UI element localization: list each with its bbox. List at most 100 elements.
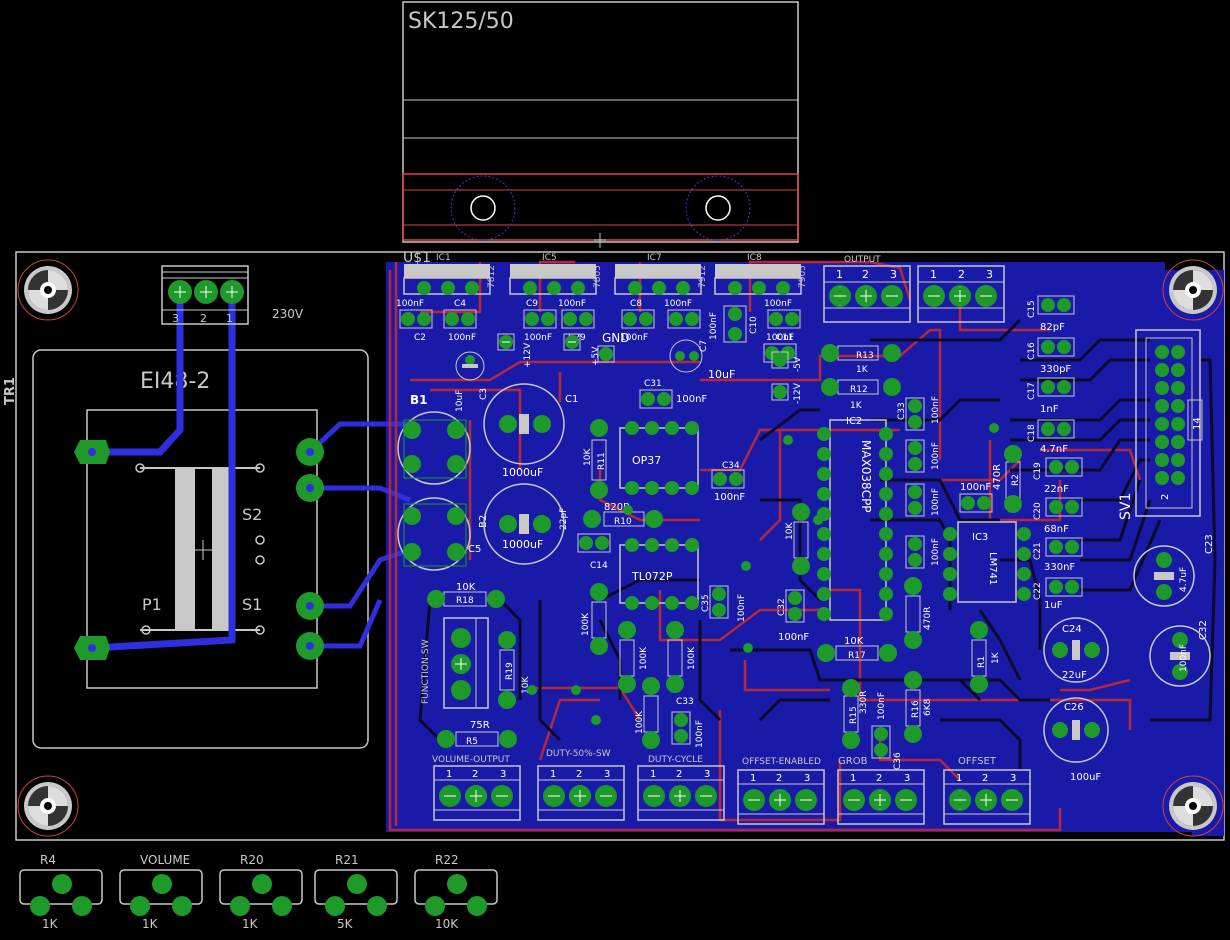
svg-text:R19: R19 — [505, 662, 515, 680]
svg-text:3: 3 — [986, 268, 993, 281]
svg-text:100nF: 100nF — [764, 299, 792, 309]
svg-text:GROB: GROB — [838, 756, 868, 767]
bulk-capacitors: C1 1000uF C5 1000uF — [468, 383, 578, 565]
svg-text:C33: C33 — [897, 402, 907, 420]
svg-text:R22: R22 — [435, 853, 459, 867]
svg-text:100nF: 100nF — [558, 299, 586, 309]
svg-text:R20: R20 — [240, 853, 264, 867]
svg-text:P1: P1 — [142, 595, 162, 614]
svg-text:C16: C16 — [1027, 342, 1037, 360]
regulator-capacitors: 100nF C2 C4 100nF C9 100nF 100nF C29 C8 … — [396, 299, 801, 412]
svg-text:S2: S2 — [242, 505, 262, 524]
svg-text:-12V: -12V — [793, 382, 803, 404]
svg-text:R13: R13 — [856, 351, 874, 361]
svg-text:100nF: 100nF — [676, 394, 707, 405]
svg-text:10uF: 10uF — [708, 368, 735, 381]
svg-text:22pF: 22pF — [559, 508, 569, 530]
svg-text:1: 1 — [836, 268, 843, 281]
svg-text:R16: R16 — [911, 700, 921, 718]
output-connectors: OUTPUT 1 2 3 1 2 3 — [823, 255, 1005, 323]
svg-text:2: 2 — [676, 769, 682, 780]
svg-text:68nF: 68nF — [1044, 524, 1069, 535]
svg-text:C32: C32 — [1198, 620, 1209, 640]
svg-text:IC2: IC2 — [846, 416, 862, 427]
svg-text:2: 2 — [958, 268, 965, 281]
svg-text:1: 1 — [930, 268, 937, 281]
svg-text:C21: C21 — [1033, 542, 1043, 560]
svg-text:100nF: 100nF — [664, 299, 692, 309]
svg-text:C32: C32 — [777, 598, 787, 616]
heatsink-label: SK125/50 — [408, 9, 514, 34]
heatsink-ref: U$1 — [403, 250, 431, 266]
svg-text:100nF: 100nF — [524, 333, 552, 343]
svg-text:+5V: +5V — [591, 346, 601, 366]
svg-text:100nF: 100nF — [877, 692, 887, 720]
svg-text:1: 1 — [226, 312, 233, 325]
regulators: IC1 7812 IC5 7805 IC7 7912 IC8 7905 — [403, 253, 808, 295]
svg-text:100K: 100K — [635, 710, 645, 734]
svg-text:22uF: 22uF — [1062, 670, 1087, 681]
svg-text:C26: C26 — [1064, 702, 1084, 713]
svg-text:OFFSET-ENABLED: OFFSET-ENABLED — [742, 757, 821, 767]
mains-terminal: 3 2 1 230V — [161, 265, 304, 325]
svg-text:1: 1 — [550, 769, 556, 780]
svg-text:C17: C17 — [1027, 382, 1037, 400]
svg-text:1: 1 — [750, 773, 756, 784]
svg-text:C35: C35 — [701, 594, 711, 612]
svg-text:7905: 7905 — [798, 265, 808, 288]
svg-text:C34: C34 — [722, 461, 740, 471]
svg-text:R11: R11 — [597, 452, 607, 470]
svg-text:470R: 470R — [992, 464, 1003, 490]
svg-text:C4: C4 — [454, 299, 466, 309]
svg-text:R4: R4 — [40, 853, 56, 867]
svg-text:10K: 10K — [583, 448, 593, 466]
svg-text:7805: 7805 — [593, 265, 603, 288]
svg-text:C8: C8 — [630, 299, 642, 309]
svg-text:100nF: 100nF — [695, 720, 705, 748]
potentiometers: R4 1K VOLUME 1K R20 1K R21 5K R22 10K — [19, 853, 498, 931]
svg-text:C19: C19 — [1033, 462, 1043, 480]
svg-text:C10: C10 — [749, 316, 759, 334]
svg-text:3: 3 — [500, 769, 506, 780]
transformer-model: EI48-2 — [140, 369, 210, 394]
svg-text:4.7nF: 4.7nF — [1040, 444, 1068, 455]
svg-text:82pF: 82pF — [1040, 322, 1065, 333]
svg-text:1: 1 — [956, 773, 962, 784]
svg-text:1uF: 1uF — [1044, 600, 1063, 611]
svg-text:VOLUME-OUTPUT: VOLUME-OUTPUT — [432, 755, 510, 765]
svg-text:3: 3 — [1010, 773, 1016, 784]
svg-text:2: 2 — [576, 769, 582, 780]
function-sw-label: FUNCTION-SW — [421, 639, 431, 704]
svg-text:10K: 10K — [435, 917, 459, 931]
svg-text:3: 3 — [604, 769, 610, 780]
svg-text:3: 3 — [804, 773, 810, 784]
svg-text:330pF: 330pF — [1040, 364, 1071, 375]
svg-text:1K: 1K — [850, 401, 863, 411]
sv1-header: SV1 2 14 — [1118, 329, 1203, 520]
svg-text:C22: C22 — [1033, 582, 1043, 600]
svg-text:2: 2 — [472, 769, 478, 780]
svg-text:1K: 1K — [856, 365, 869, 375]
svg-text:R10: R10 — [614, 517, 632, 527]
svg-text:1K: 1K — [142, 917, 159, 931]
svg-text:C23: C23 — [1204, 534, 1215, 554]
svg-text:OP37: OP37 — [632, 454, 661, 467]
svg-text:3: 3 — [172, 312, 179, 325]
svg-text:1: 1 — [446, 769, 452, 780]
svg-text:100K: 100K — [581, 612, 591, 636]
svg-text:C31: C31 — [644, 379, 662, 389]
svg-text:B1: B1 — [410, 393, 428, 407]
svg-text:+12V: +12V — [523, 342, 533, 368]
svg-text:C20: C20 — [1033, 502, 1043, 520]
svg-text:10uF: 10uF — [455, 390, 465, 412]
svg-text:C7: C7 — [699, 340, 709, 352]
svg-text:C18: C18 — [1027, 424, 1037, 442]
svg-text:7812: 7812 — [487, 265, 497, 288]
svg-text:10K: 10K — [456, 582, 476, 593]
heatsink: SK125/50 U$1 — [402, 1, 799, 266]
svg-text:330nF: 330nF — [1044, 562, 1075, 573]
svg-text:2: 2 — [862, 268, 869, 281]
svg-text:75R: 75R — [470, 720, 490, 731]
ceramic-capacitors: C31 100nF C34 100nF C14 22pF C15 82pF C1… — [559, 295, 1083, 770]
